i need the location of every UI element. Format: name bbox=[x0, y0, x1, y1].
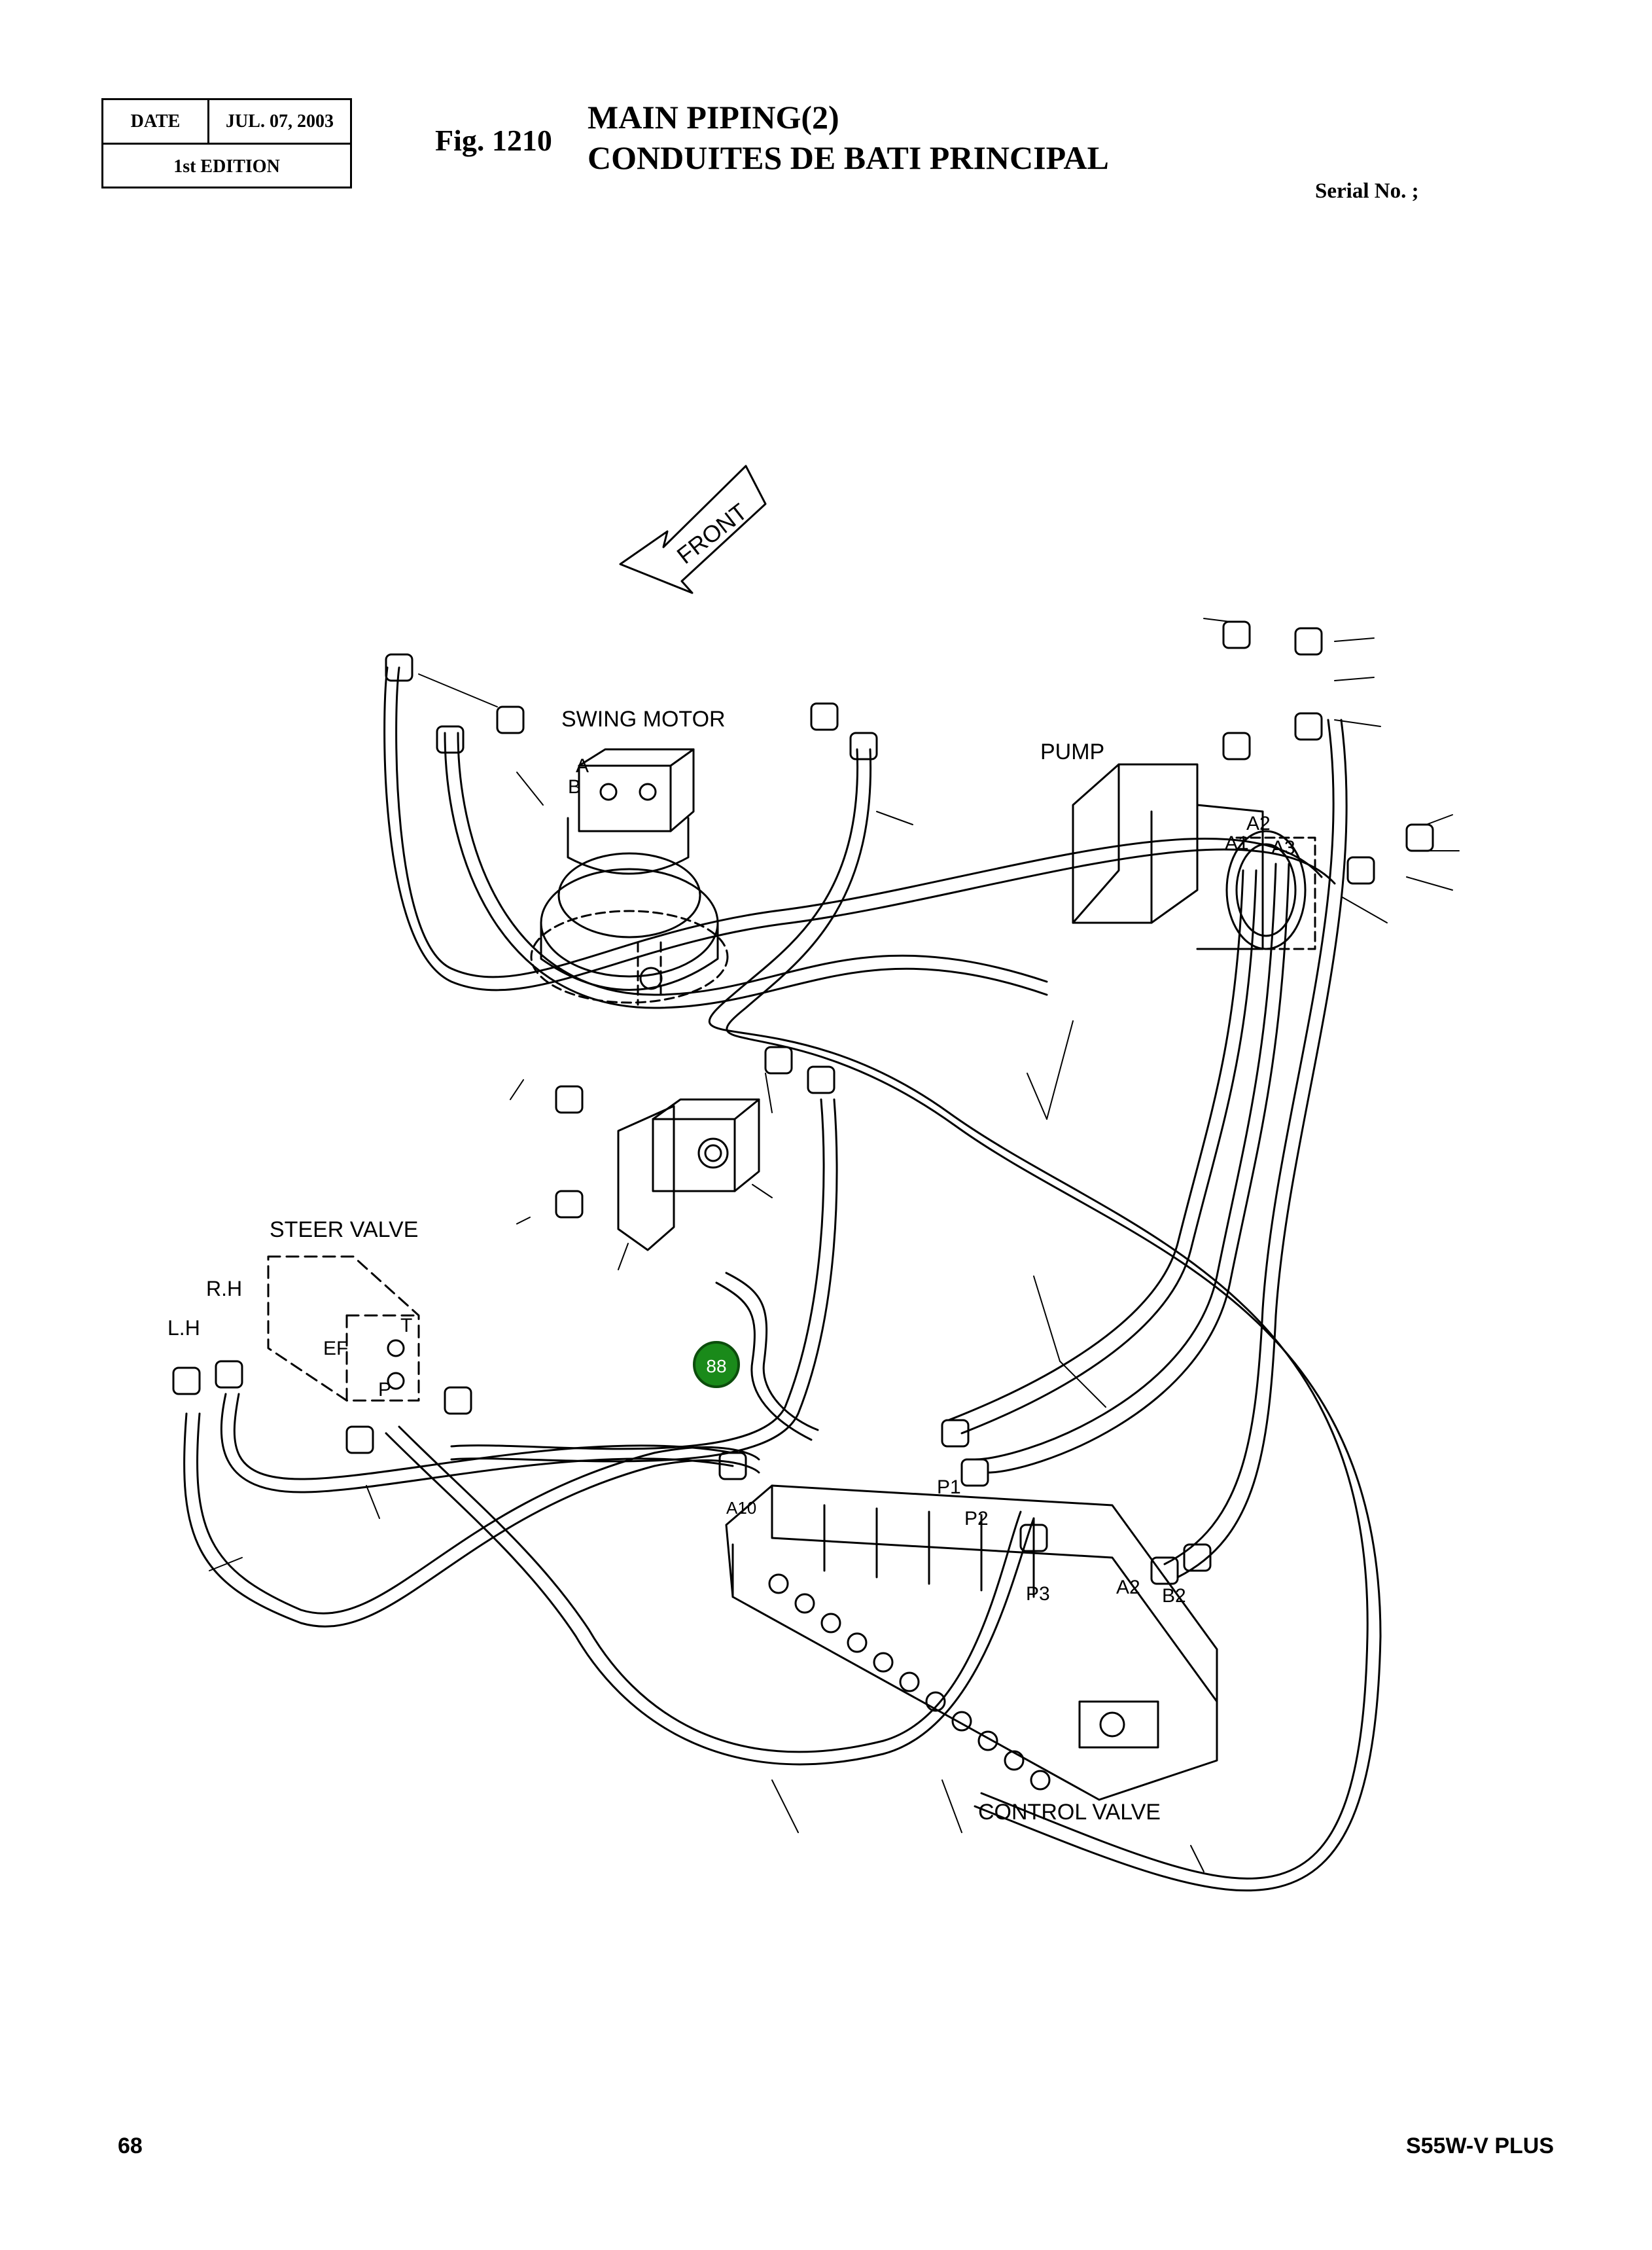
page-number: 68 bbox=[118, 2134, 143, 2158]
hydraulic-hoses bbox=[183, 666, 1382, 1892]
date-box: DATE JUL. 07, 2003 1st EDITION bbox=[101, 98, 352, 188]
port-label-steer-t: T bbox=[400, 1315, 412, 1336]
date-label: DATE bbox=[103, 100, 209, 143]
port-label-steer-p: P bbox=[378, 1379, 391, 1401]
port-label-cv-a10: A10 bbox=[726, 1498, 756, 1518]
steer-valve-icon bbox=[267, 1255, 420, 1402]
callout-88[interactable]: 88 bbox=[693, 1341, 740, 1388]
port-label-swing-b: B bbox=[568, 776, 581, 798]
serial-number: Serial No. ; bbox=[1315, 179, 1419, 203]
port-label-steer-ef: EF bbox=[323, 1338, 348, 1359]
port-label-pump-a3: A3 bbox=[1271, 837, 1295, 859]
port-label-swing-a: A bbox=[576, 755, 589, 777]
edition-label: 1st EDITION bbox=[173, 156, 280, 177]
port-label-cv-p3: P3 bbox=[1026, 1583, 1050, 1605]
swing-motor-label: SWING MOTOR bbox=[561, 707, 726, 732]
leader-lines bbox=[209, 618, 1460, 1872]
port-label-cv-p1: P1 bbox=[937, 1476, 961, 1498]
control-valve-icon bbox=[725, 1484, 1218, 1801]
date-row: DATE JUL. 07, 2003 bbox=[103, 100, 350, 145]
model-name: S55W-V PLUS bbox=[1405, 2134, 1554, 2158]
port-label-cv-p2: P2 bbox=[964, 1508, 989, 1529]
port-label-cv-a2: A2 bbox=[1116, 1577, 1140, 1598]
callout-88-number: 88 bbox=[706, 1356, 726, 1376]
port-label-steer-rh: R.H bbox=[206, 1277, 242, 1300]
pump-icon bbox=[1072, 763, 1316, 950]
swing-motor-icon bbox=[530, 748, 729, 1006]
port-label-pump-a2: A2 bbox=[1246, 813, 1271, 834]
control-valve-label: CONTROL VALVE bbox=[978, 1800, 1161, 1825]
steer-valve-label: STEER VALVE bbox=[270, 1217, 418, 1242]
figure-number: Fig. 1210 bbox=[435, 124, 552, 157]
port-label-cv-b2: B2 bbox=[1162, 1585, 1186, 1607]
front-arrow-icon bbox=[619, 465, 767, 594]
mounting-bracket-icon bbox=[617, 1098, 760, 1251]
fitting-icons bbox=[172, 620, 1434, 1585]
callout-88-circle[interactable] bbox=[693, 1341, 740, 1388]
page-title: MAIN PIPING(2) bbox=[588, 99, 839, 135]
port-label-pump-a1: A1 bbox=[1225, 832, 1249, 854]
page-subtitle: CONDUITES DE BATI PRINCIPAL bbox=[588, 139, 1109, 176]
date-value: JUL. 07, 2003 bbox=[226, 111, 334, 132]
pump-label: PUMP bbox=[1040, 740, 1104, 764]
port-label-steer-lh: L.H bbox=[167, 1316, 200, 1340]
front-arrow-label: FRONT bbox=[672, 498, 752, 569]
